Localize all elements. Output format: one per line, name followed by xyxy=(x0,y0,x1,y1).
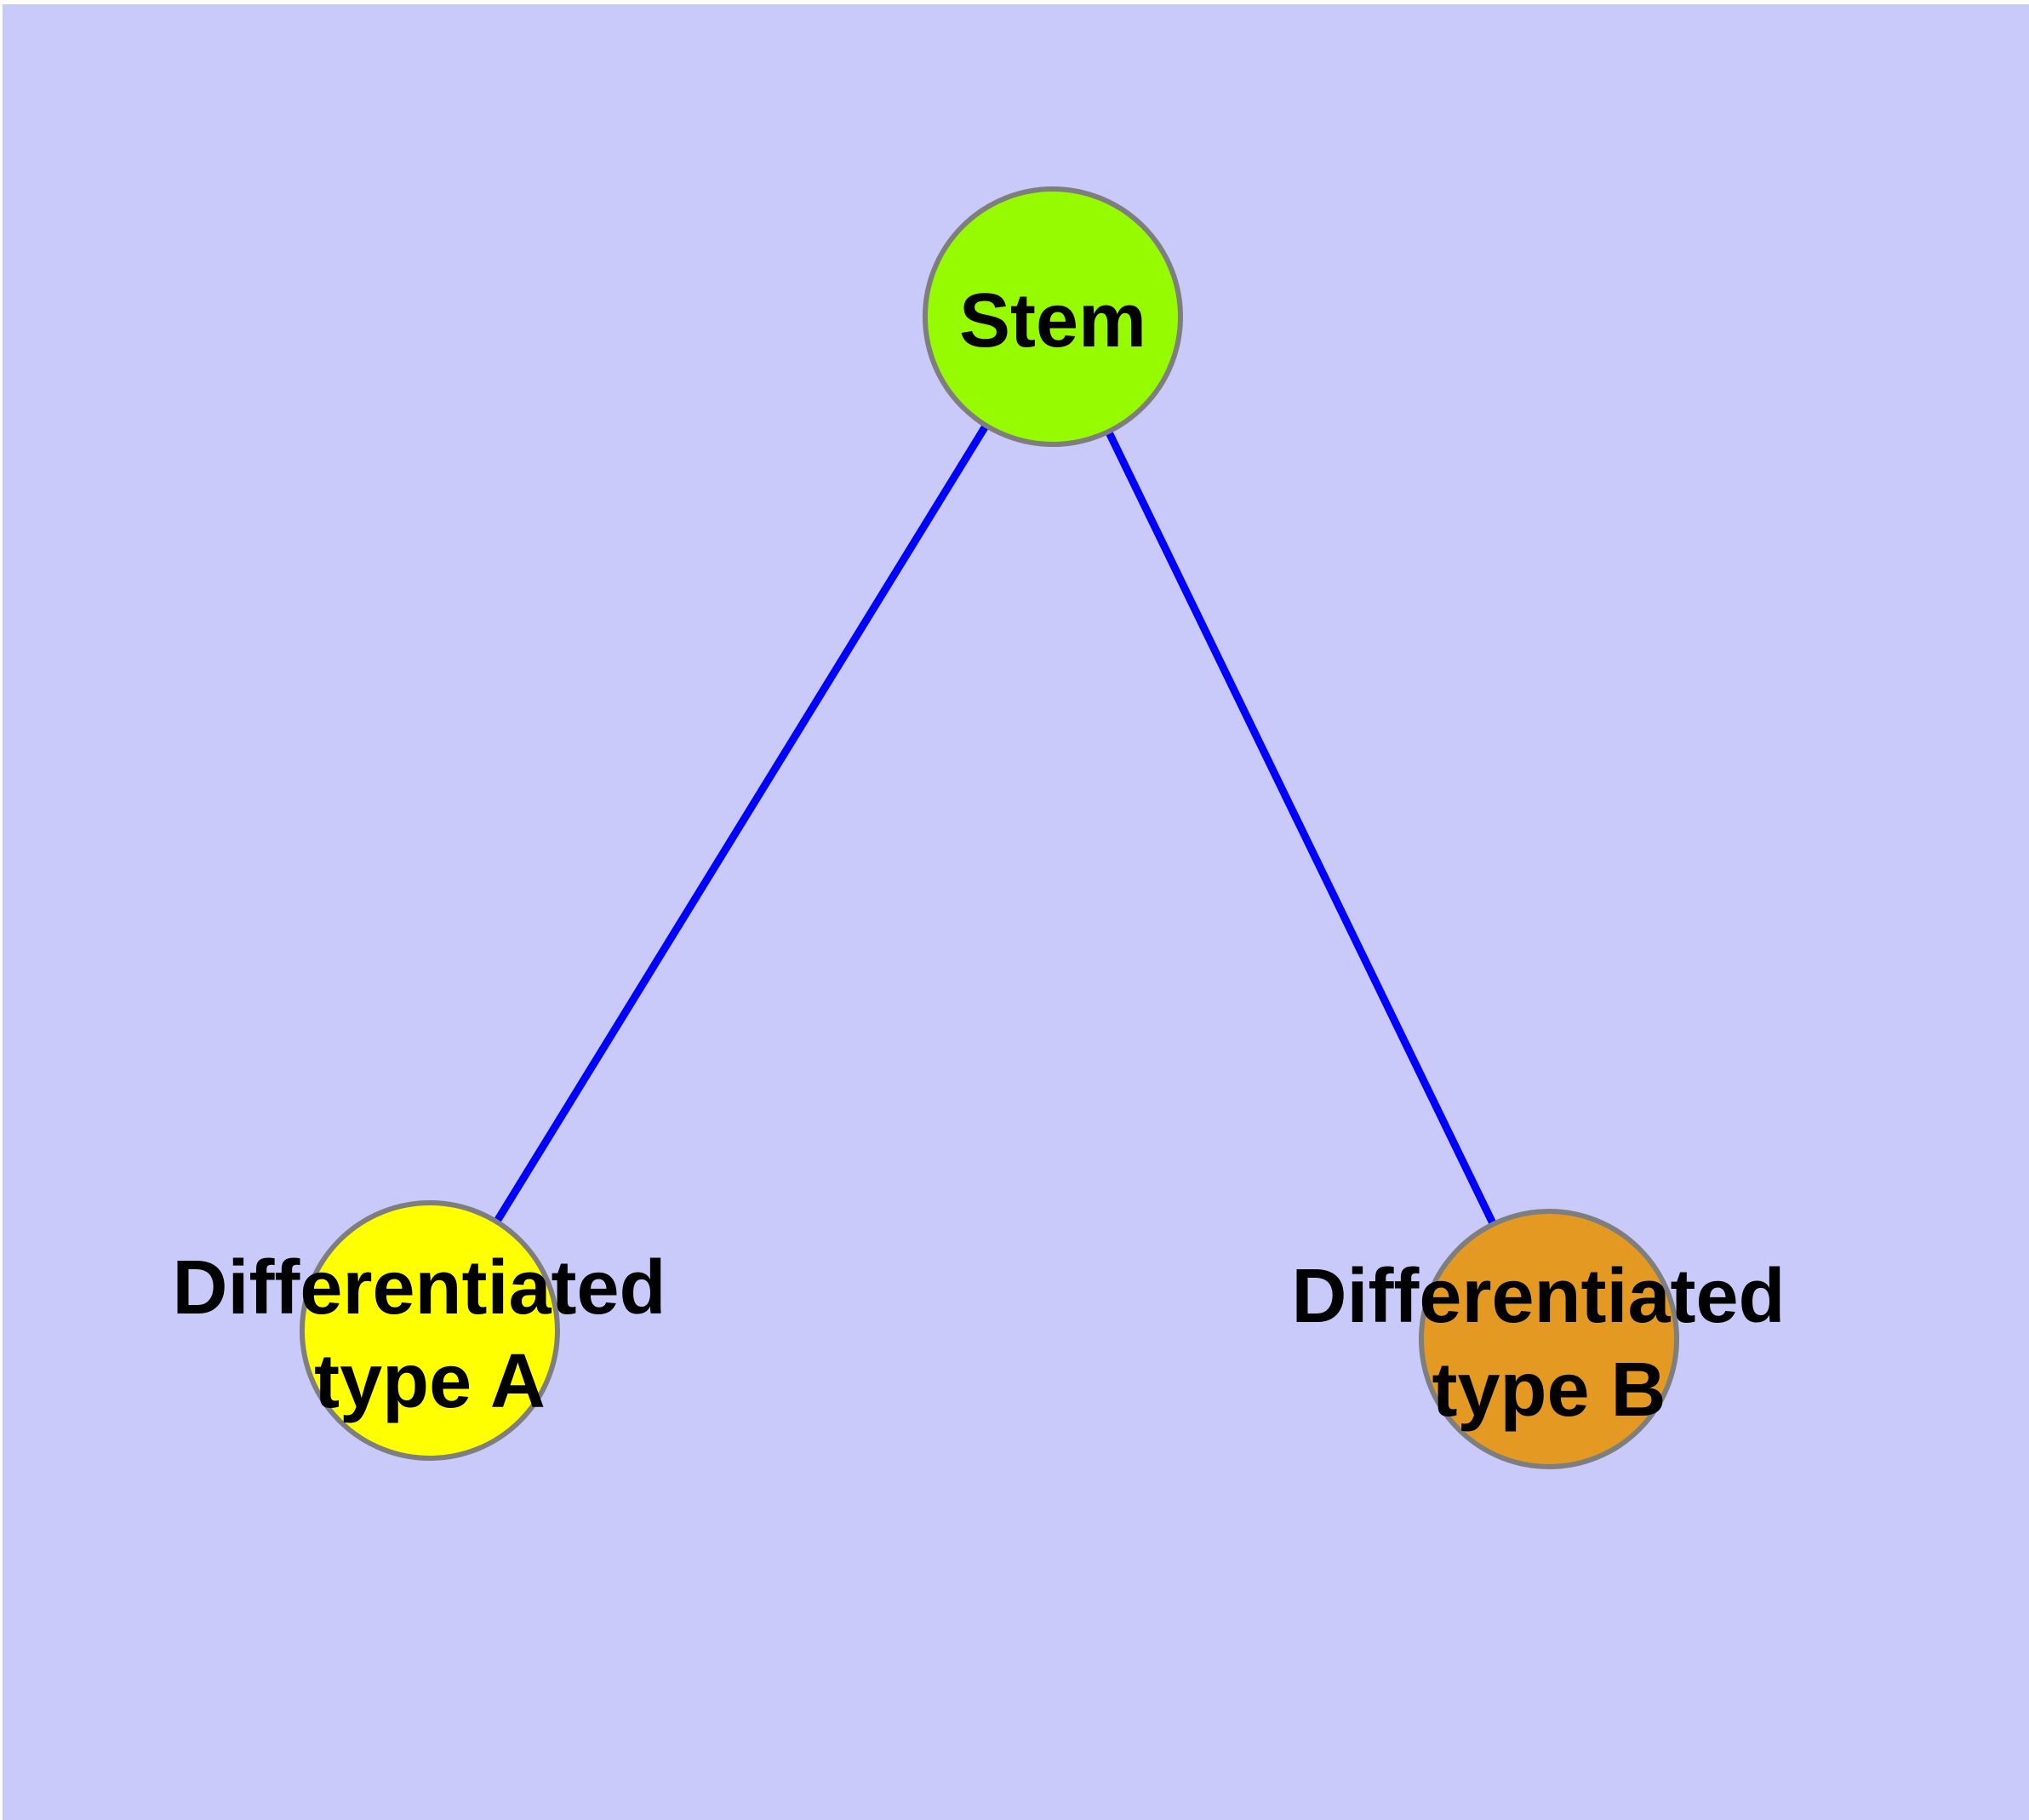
differentiated-type-b-label-line2: type B xyxy=(1432,1348,1666,1433)
differentiated-type-a-label: Differentiated type A xyxy=(172,1245,687,1424)
differentiated-type-b-label: Differentiated type B xyxy=(1291,1254,1806,1433)
differentiated-type-b-label-line1: Differentiated xyxy=(1291,1254,1785,1339)
differentiated-type-b-node xyxy=(1419,1209,1679,1469)
stem-node-label: Stem xyxy=(959,278,1146,363)
differentiated-type-a-label-line2: type A xyxy=(314,1339,546,1424)
edge-stem-to-type-b xyxy=(1049,315,1553,1341)
differentiated-type-a-node xyxy=(300,1200,560,1461)
stem-node xyxy=(923,186,1183,447)
differentiated-type-a-label-line1: Differentiated xyxy=(172,1245,666,1331)
edge-stem-to-type-a xyxy=(426,314,1056,1333)
